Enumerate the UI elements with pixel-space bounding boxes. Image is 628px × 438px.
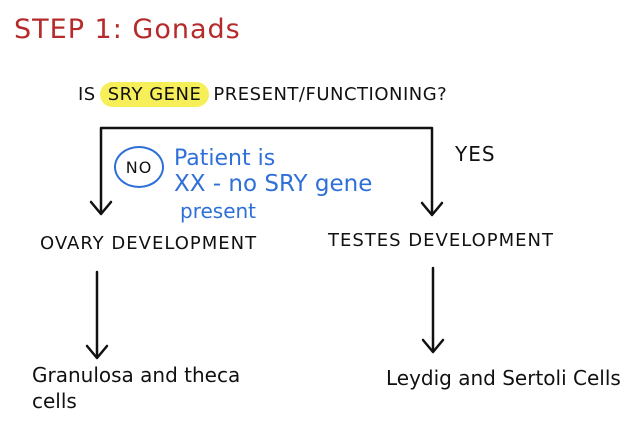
diagram-title: STEP 1: Gonads bbox=[14, 14, 241, 45]
testes-down-arrowhead bbox=[421, 338, 445, 354]
no-branch-circle: NO bbox=[114, 146, 164, 188]
ovary-development-node: OVARY DEVELOPMENT bbox=[40, 233, 258, 254]
question-prefix: IS bbox=[78, 84, 96, 105]
no-branch-label: NO bbox=[125, 157, 153, 177]
branch-left-arrowhead bbox=[89, 200, 113, 216]
testes-development-node: TESTES DEVELOPMENT bbox=[328, 230, 555, 251]
leydig-sertoli-cells: Leydig and Sertoli Cells bbox=[386, 366, 621, 390]
question-suffix: PRESENT/FUNCTIONING? bbox=[213, 84, 448, 105]
yes-branch-label: YES bbox=[455, 142, 496, 166]
branch-left-line bbox=[99, 126, 434, 215]
note-line-2: XX - no SRY gene bbox=[174, 171, 373, 197]
sry-gene-highlight: SRY GENE bbox=[99, 82, 210, 107]
note-line-3: present bbox=[180, 199, 257, 223]
note-line-1: Patient is bbox=[174, 146, 276, 171]
branch-right-arrowhead bbox=[420, 201, 444, 217]
granulosa-theca-cells: Granulosa and theca cells bbox=[32, 363, 241, 413]
ovary-down-arrowhead bbox=[85, 344, 109, 360]
